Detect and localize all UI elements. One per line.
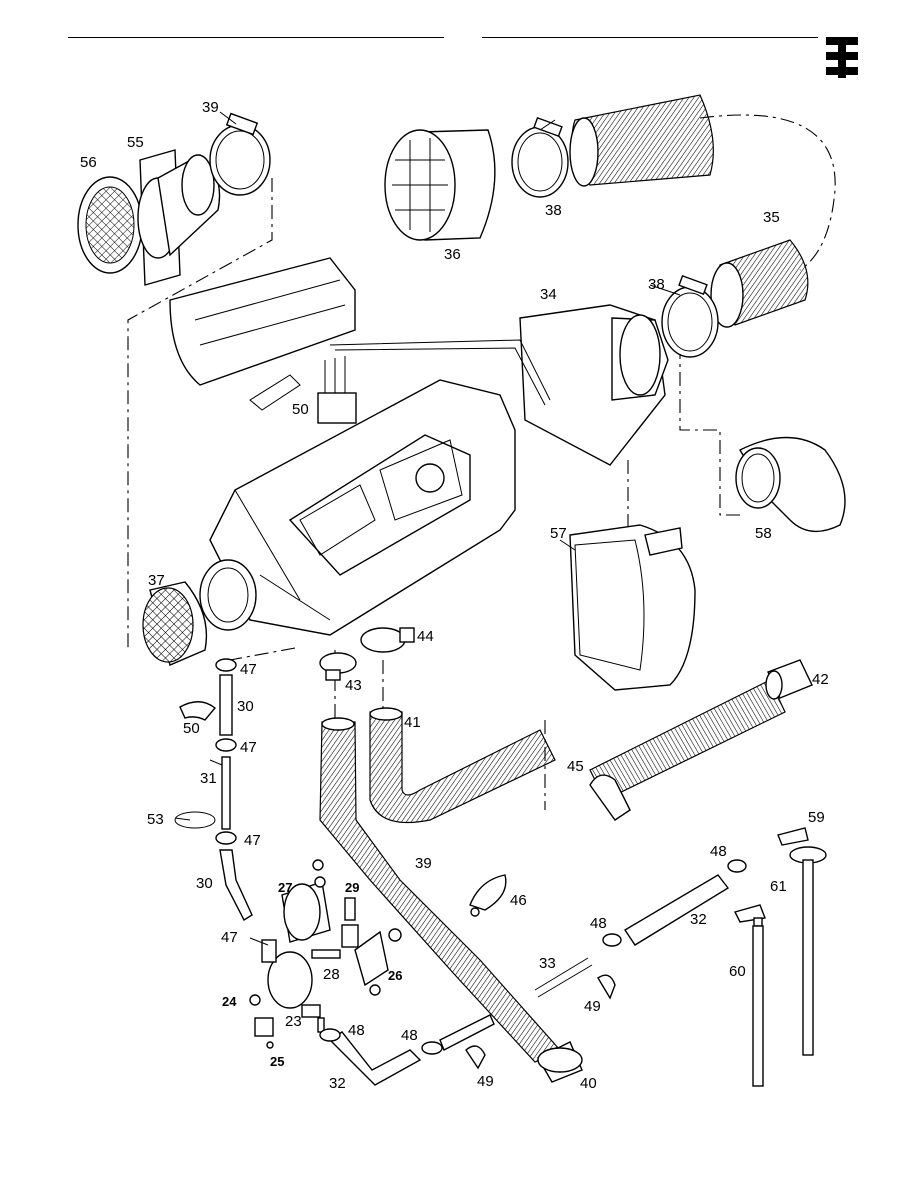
callout-32: 32 [690, 911, 707, 928]
part-35-duct-upper [569, 94, 714, 187]
part-56-grille [77, 176, 143, 274]
callout-58: 58 [755, 525, 772, 542]
callout-26: 26 [388, 968, 402, 983]
part-59-sender [777, 827, 827, 1056]
callout-53: 53 [147, 811, 164, 828]
callout-34: 34 [540, 286, 557, 303]
callout-25: 25 [270, 1054, 284, 1069]
part-41-duct [369, 707, 556, 824]
part-38-clamp-lower [661, 274, 719, 358]
callout-24: 24 [222, 994, 237, 1009]
header-rule-left [68, 37, 444, 38]
brand-logo [826, 37, 858, 78]
callout-30-lower: 30 [196, 875, 213, 892]
part-37-grille [142, 581, 208, 666]
callout-50-lower: 50 [183, 720, 200, 737]
part-61-fitting [733, 904, 766, 927]
callout-60: 60 [729, 963, 746, 980]
callout-59: 59 [808, 809, 825, 826]
part-33-line [534, 957, 593, 998]
part-55-flange [137, 149, 221, 286]
callout-38: 38 [545, 202, 562, 219]
callout-48-c: 48 [348, 1022, 365, 1039]
callout-56: 56 [80, 154, 97, 171]
pump-assembly [249, 859, 402, 1049]
callout-40: 40 [580, 1075, 597, 1092]
callout-47-b: 47 [240, 739, 257, 756]
part-39-clamp [209, 112, 271, 196]
callout-49-lower: 49 [477, 1073, 494, 1090]
callout-50: 50 [292, 401, 309, 418]
callout-47-d: 47 [221, 929, 238, 946]
callout-38-lower: 38 [648, 276, 665, 293]
callout-55: 55 [127, 134, 144, 151]
part-34-hood [519, 304, 669, 466]
part-57-housing [569, 524, 696, 691]
callout-27: 27 [278, 880, 292, 895]
part-32-hose-upper [602, 859, 747, 947]
callout-37: 37 [148, 572, 165, 589]
part-43-clamp [319, 652, 357, 681]
callouts: 39 55 56 36 38 35 34 38 50 57 58 37 44 4… [80, 99, 829, 1092]
part-60-pickup [752, 925, 764, 1087]
callout-36: 36 [444, 246, 461, 263]
callout-30: 30 [237, 698, 254, 715]
callout-48-b: 48 [590, 915, 607, 932]
callout-42: 42 [812, 671, 829, 688]
callout-47-c: 47 [244, 832, 261, 849]
callout-28: 28 [323, 966, 340, 983]
callout-47: 47 [240, 661, 257, 678]
part-42-sleeve [765, 659, 813, 700]
callout-33: 33 [539, 955, 556, 972]
part-45-duct [589, 679, 786, 821]
callout-29: 29 [345, 880, 359, 895]
part-44-clamp [360, 627, 415, 653]
part-40-end [537, 1041, 583, 1083]
callout-48-d: 48 [401, 1027, 418, 1044]
fuel-line [174, 658, 253, 921]
part-38-clamp-upper [511, 116, 569, 198]
callout-39: 39 [202, 99, 219, 116]
callout-31: 31 [200, 770, 217, 787]
part-32-hose-lower [319, 1014, 495, 1086]
header-rule-right [482, 37, 818, 38]
part-58-elbow [735, 436, 846, 533]
callout-41: 41 [404, 714, 421, 731]
part-49-clip-upper [597, 974, 616, 1000]
callout-23: 23 [285, 1013, 302, 1030]
heater-unit [169, 257, 551, 636]
part-46-bracket [469, 874, 507, 917]
callout-45: 45 [567, 758, 584, 775]
callout-57: 57 [550, 525, 567, 542]
callout-48: 48 [710, 843, 727, 860]
callout-61: 61 [770, 878, 787, 895]
callout-35: 35 [763, 209, 780, 226]
callout-32-lower: 32 [329, 1075, 346, 1092]
callout-44: 44 [417, 628, 434, 645]
part-35-duct-lower [710, 239, 809, 328]
callout-46: 46 [510, 892, 527, 909]
part-36-outlet [384, 129, 496, 241]
callout-49: 49 [584, 998, 601, 1015]
callout-43: 43 [345, 677, 362, 694]
callout-39-lower: 39 [415, 855, 432, 872]
leader-lines [174, 111, 681, 946]
